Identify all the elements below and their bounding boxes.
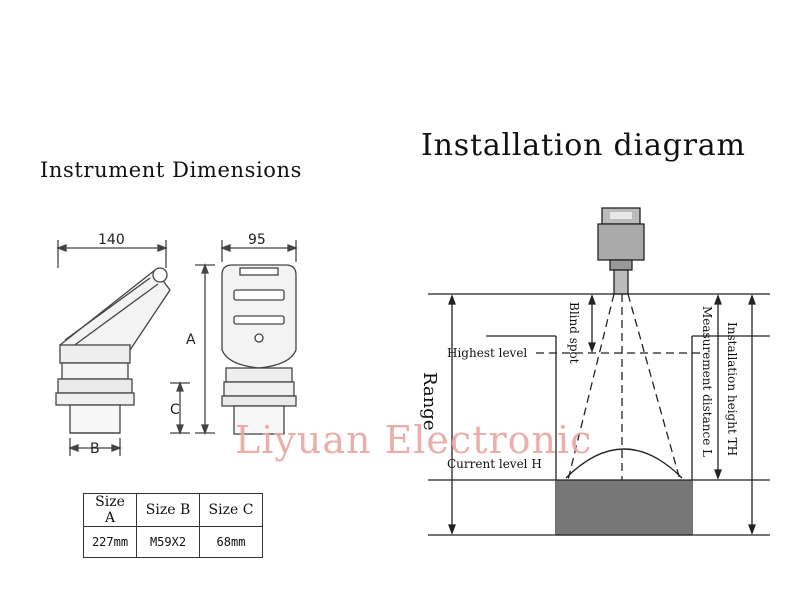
table-row: Size A Size B Size C	[83, 493, 263, 527]
dim-b-label: B	[90, 441, 100, 457]
table-cell-size-a: 227mm	[83, 526, 137, 558]
measurement-distance-label: Measurement distance L	[700, 306, 714, 457]
blind-spot-label: Blind spot	[567, 302, 581, 364]
installation-height-label: Installation height TH	[725, 322, 739, 456]
table-cell-size-b: M59X2	[136, 526, 200, 558]
size-table: Size A Size B Size C 227mm M59X2 68mm	[83, 493, 263, 558]
highest-level-label: Highest level	[447, 346, 527, 360]
range-label: Range	[419, 372, 440, 430]
dim-c-label: C	[170, 402, 180, 418]
table-header-size-c: Size C	[199, 493, 263, 527]
installation-diagram-title: Installation diagram	[421, 128, 746, 163]
installation-drawing	[428, 207, 770, 536]
table-header-size-b: Size B	[136, 493, 200, 527]
front-view-drawing	[55, 240, 190, 456]
dim-95-label: 95	[248, 232, 266, 248]
watermark: Liyuan Electronic	[235, 418, 593, 462]
table-row: 227mm M59X2 68mm	[83, 526, 263, 558]
dim-a-label: A	[186, 332, 196, 348]
table-header-size-a: Size A	[83, 493, 137, 527]
side-view-drawing	[195, 240, 298, 435]
table-cell-size-c: 68mm	[199, 526, 263, 558]
instrument-dimensions-title: Instrument Dimensions	[40, 158, 303, 182]
dim-140-label: 140	[98, 232, 125, 248]
current-level-label: Current level H	[447, 457, 542, 471]
